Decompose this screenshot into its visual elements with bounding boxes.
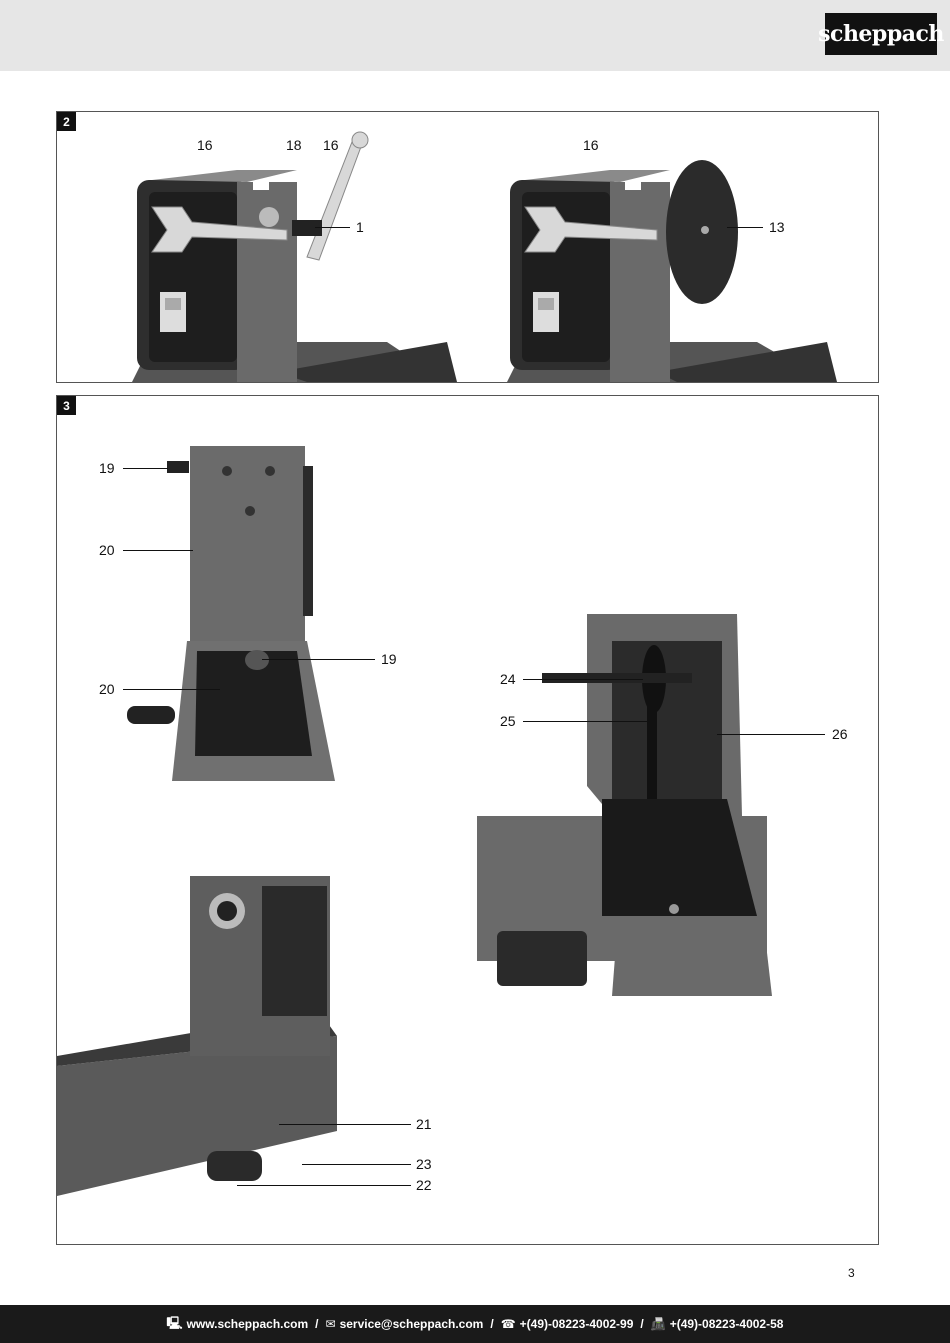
callout-26: 26	[832, 726, 848, 742]
leader-25	[523, 721, 653, 722]
leader-26	[717, 734, 825, 735]
headstock-left	[132, 170, 457, 382]
callout-24: 24	[500, 671, 516, 687]
callout-16a: 16	[197, 137, 213, 153]
callout-21: 21	[416, 1116, 432, 1132]
headstock-open-door	[477, 614, 772, 996]
leader-24	[523, 679, 643, 680]
phone-icon: ☎	[500, 1317, 516, 1331]
footer-email-link[interactable]: service@scheppach.com	[339, 1317, 484, 1331]
leader-19a	[123, 468, 168, 469]
callout-16c: 16	[583, 137, 599, 153]
leader-22	[237, 1185, 411, 1186]
leader-13	[727, 227, 763, 228]
callout-1: 1	[356, 219, 364, 235]
open-wrench-left	[151, 131, 369, 261]
footer-separator: /	[640, 1317, 644, 1331]
callout-13: 13	[769, 219, 785, 235]
figure-2-illustration	[132, 131, 837, 382]
monitor-icon: 🖳	[166, 1315, 183, 1330]
leader-19b	[262, 659, 375, 660]
callout-25: 25	[500, 713, 516, 729]
callout-20b: 20	[99, 681, 115, 697]
callout-19b: 19	[381, 651, 397, 667]
callout-19a: 19	[99, 460, 115, 476]
brand-logo: scheppach	[818, 13, 944, 55]
tailstock-front-view	[127, 446, 335, 781]
figure-number: 2	[57, 112, 76, 131]
callout-23: 23	[416, 1156, 432, 1172]
footer-separator: /	[315, 1317, 319, 1331]
figure-3-frame: 3	[56, 395, 879, 1245]
callout-20a: 20	[99, 542, 115, 558]
callout-16b: 16	[323, 137, 339, 153]
page-number: 3	[848, 1266, 855, 1280]
envelope-icon: ✉	[325, 1317, 336, 1331]
footer-separator: /	[490, 1317, 494, 1331]
callout-22: 22	[416, 1177, 432, 1193]
leader-23	[302, 1164, 411, 1165]
footer-bar: 🖳 www.scheppach.com / ✉ service@scheppac…	[0, 1305, 950, 1343]
footer-phone: +(49)-08223-4002-99	[519, 1317, 634, 1331]
callout-18: 18	[286, 137, 302, 153]
leader-1	[315, 227, 350, 228]
figure-number: 3	[57, 396, 76, 415]
fax-icon: 📠	[650, 1317, 666, 1331]
footer-fax: +(49)-08223-4002-58	[669, 1317, 784, 1331]
headstock-right	[507, 160, 837, 382]
leader-20b	[123, 689, 220, 690]
leader-21	[279, 1124, 411, 1125]
leader-20a	[123, 550, 193, 551]
header-band	[0, 0, 950, 71]
footer-web-link[interactable]: www.scheppach.com	[186, 1317, 309, 1331]
tailstock-on-bed	[57, 876, 337, 1196]
logo-text: scheppach	[818, 21, 944, 47]
figure-3-illustration	[57, 446, 772, 1196]
figure-2-frame: 2	[56, 111, 879, 383]
